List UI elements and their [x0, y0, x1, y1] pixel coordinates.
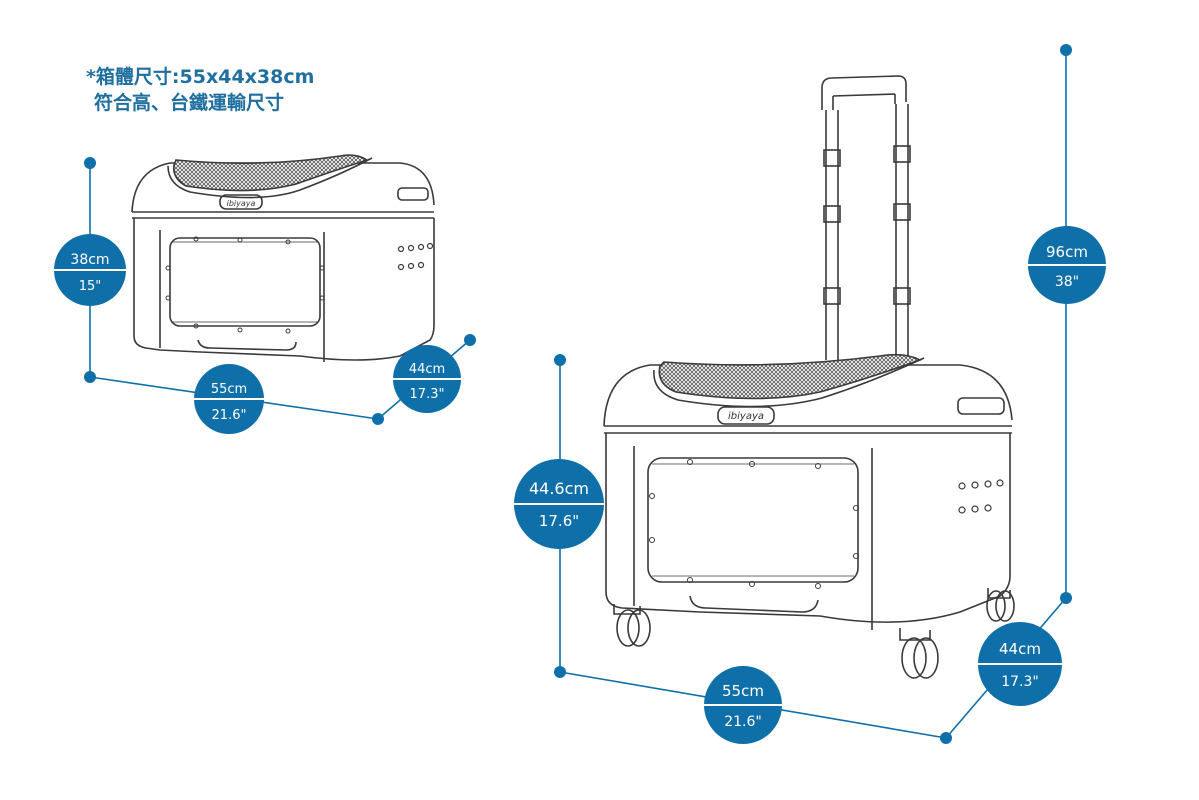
dimension-dot	[1060, 592, 1072, 604]
trolley-illustration	[603, 75, 1015, 679]
trolley-logo: ibiyaya	[728, 411, 764, 422]
carrier-width-in: 21.6"	[212, 408, 247, 423]
carrier-depth-cm: 44cm	[409, 362, 445, 377]
carrier-depth-in: 17.3"	[410, 387, 445, 402]
trolley-total-height-cm: 96cm	[1046, 243, 1088, 261]
trolley-width-in: 21.6"	[724, 714, 762, 730]
trolley-depth-cm: 44cm	[999, 640, 1041, 658]
carrier-logo: ibiyaya	[227, 199, 256, 208]
wheel-front-right	[899, 628, 939, 679]
carrier-width-badge: 55cm 21.6"	[194, 364, 264, 434]
carrier-width-cm: 55cm	[211, 382, 247, 397]
dimension-dot	[554, 666, 566, 678]
dimension-dot	[372, 413, 384, 425]
trolley-body-height-cm: 44.6cm	[529, 479, 589, 498]
trolley-total-height-in: 38"	[1055, 274, 1079, 290]
carrier-height-in: 15"	[79, 279, 102, 294]
dimension-dot	[84, 157, 96, 169]
trolley-width-badge: 55cm 21.6"	[704, 666, 782, 744]
trolley-body-height-in: 17.6"	[539, 512, 579, 530]
trolley-total-height-badge: 96cm 38"	[1028, 226, 1106, 304]
dimension-dot	[1060, 44, 1072, 56]
trolley-depth-badge: 44cm 17.3"	[978, 622, 1062, 706]
carrier-illustration	[131, 154, 435, 362]
size-note-line2: 符合高、台鐵運輸尺寸	[94, 92, 285, 114]
trolley-depth-in: 17.3"	[1001, 674, 1039, 690]
wheel-front-left	[613, 604, 651, 647]
dimension-dot	[84, 371, 96, 383]
carrier-height-badge: 38cm 15"	[54, 234, 126, 306]
size-note-line1: *箱體尺寸:55x44x38cm	[86, 66, 315, 88]
dimension-dot	[464, 334, 476, 346]
dimension-dot	[554, 354, 566, 366]
carrier-depth-badge: 44cm 17.3"	[393, 345, 461, 413]
dimension-dot	[940, 732, 952, 744]
trolley-width-cm: 55cm	[722, 682, 764, 700]
wheel-back-right	[986, 588, 1015, 622]
carrier-height-cm: 38cm	[70, 252, 109, 268]
trolley-body-height-badge: 44.6cm 17.6"	[514, 459, 604, 549]
